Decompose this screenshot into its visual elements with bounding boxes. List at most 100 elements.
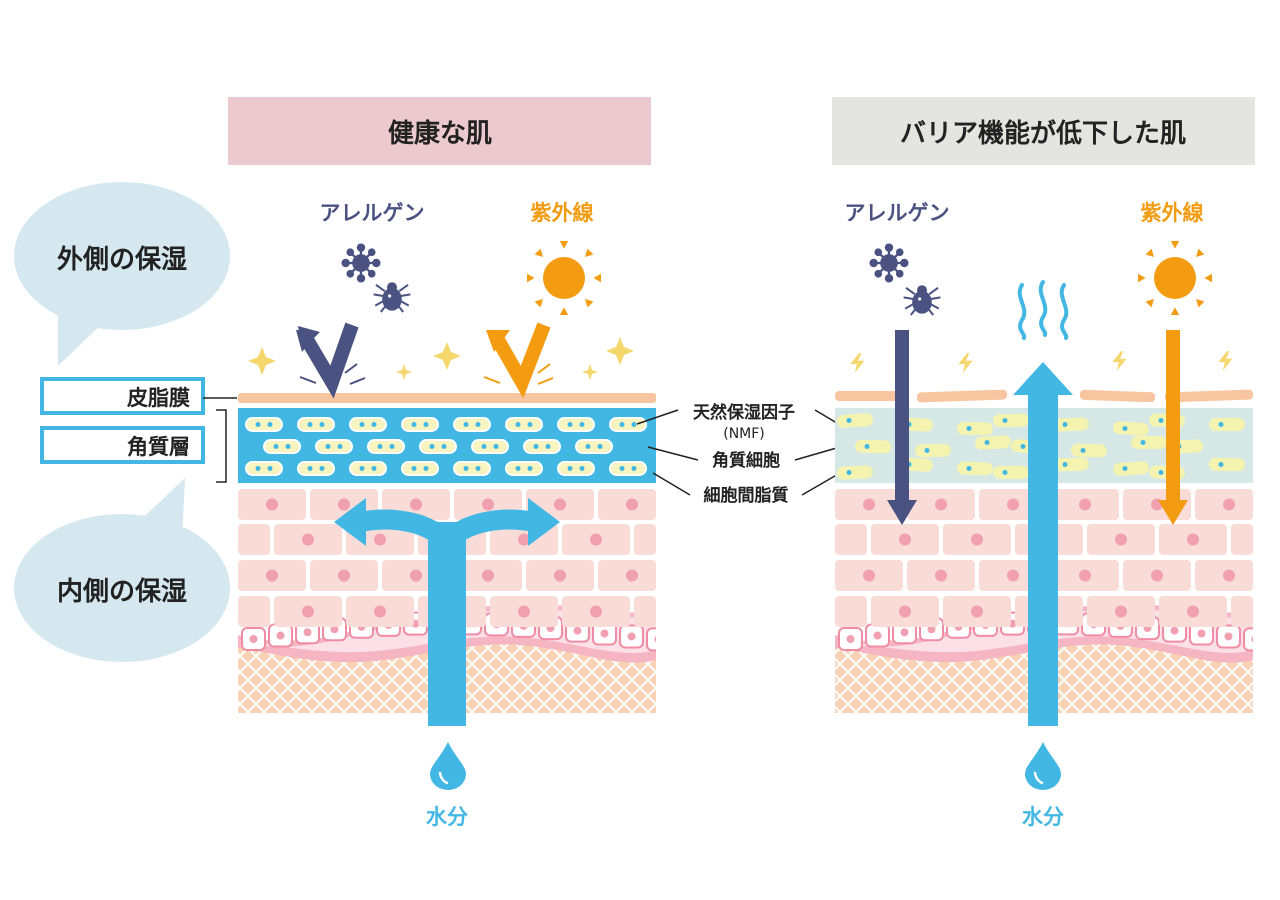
nmf-dot <box>619 422 625 427</box>
skin-cell <box>835 524 867 555</box>
corneocyte <box>367 439 405 454</box>
corneocyte <box>471 439 509 454</box>
cell-nucleus <box>374 605 386 618</box>
nmf-dot <box>533 444 539 449</box>
nmf-dot <box>515 422 521 427</box>
damaged-water-drop-icon <box>1023 740 1063 790</box>
corneocyte <box>419 439 457 454</box>
nmf-dot <box>631 422 637 427</box>
corneocyte <box>453 417 491 432</box>
nmf-dot <box>1020 444 1026 449</box>
cell-nucleus <box>1079 569 1091 582</box>
damaged-sun-icon <box>1138 241 1212 315</box>
corneocyte <box>1209 457 1245 472</box>
cell-nucleus <box>971 533 983 546</box>
nmf-dot <box>255 466 261 471</box>
nmf-dot <box>527 466 533 471</box>
cell-nucleus <box>266 569 278 582</box>
corneocyte <box>915 443 951 458</box>
healthy-epidermis-cells <box>238 489 656 627</box>
corneocyte <box>575 439 613 454</box>
skin-cell <box>634 596 656 627</box>
cell-nucleus <box>482 498 494 511</box>
cell-nucleus <box>1170 626 1179 635</box>
damaged-epidermis-cells <box>835 489 1253 627</box>
cell-nucleus <box>846 635 855 643</box>
cell-nucleus <box>1151 569 1163 582</box>
nmf-dot <box>255 422 261 427</box>
cell-nucleus <box>303 628 312 637</box>
cell-nucleus <box>590 605 602 618</box>
nmf-dot <box>567 422 573 427</box>
healthy-allergen-label: アレルゲン <box>320 201 425 225</box>
cell-nucleus <box>1079 498 1091 511</box>
nmf-dot <box>864 444 870 449</box>
nmf-dot <box>267 422 273 427</box>
healthy-uv-deflect-arrow <box>483 322 554 399</box>
cell-nucleus <box>627 632 636 641</box>
cell-nucleus <box>1223 498 1235 511</box>
bolt-icon <box>1218 351 1233 371</box>
basal-cell <box>646 627 656 652</box>
corneocyte <box>1209 418 1245 431</box>
cell-nucleus <box>971 605 983 618</box>
nmf-dot <box>1158 470 1164 475</box>
bolt-icon <box>1112 351 1127 371</box>
cell-nucleus <box>410 569 422 582</box>
nmf-dot <box>1218 422 1224 427</box>
cell-nucleus <box>600 629 609 638</box>
damaged-uv-penetrate-arrow <box>1158 330 1188 525</box>
cell-nucleus <box>554 498 566 511</box>
healthy-skin-title: 健康な肌 <box>388 118 492 149</box>
nmf-dot <box>631 466 637 471</box>
corneocyte <box>505 417 543 432</box>
cell-nucleus <box>1197 629 1206 638</box>
cell-nucleus <box>302 605 314 618</box>
nmf-dot <box>429 444 435 449</box>
nmf-dot <box>579 466 585 471</box>
cell-nucleus <box>1187 533 1199 546</box>
corneocyte <box>993 466 1029 479</box>
corneocyte <box>315 439 353 454</box>
nmf-dot <box>411 422 417 427</box>
cell-nucleus <box>338 498 350 511</box>
nmf-dot <box>1062 462 1068 467</box>
cell-nucleus <box>276 631 285 640</box>
nmf-dot <box>359 466 365 471</box>
bolt-icon <box>850 353 865 373</box>
healthy-sun-icon <box>527 241 601 315</box>
healthy-water-arrow <box>334 498 560 726</box>
corneocyte <box>523 439 561 454</box>
corneocyte <box>245 461 283 476</box>
cell-nucleus <box>266 498 278 511</box>
cell-nucleus <box>873 631 882 640</box>
damaged-germ-icon <box>869 243 909 283</box>
nmf-dot <box>966 426 972 431</box>
nmf-dot <box>846 418 852 423</box>
nmf-dot <box>389 444 395 449</box>
cell-nucleus <box>1224 632 1233 641</box>
cell-nucleus <box>626 498 638 511</box>
healthy-skin-cross-section: 水分 アレルゲン 紫外線 <box>238 201 656 829</box>
healthy-germ-icon <box>341 243 381 283</box>
corneocyte <box>297 461 335 476</box>
corneocyte <box>975 435 1011 450</box>
corneocyte <box>1113 461 1149 476</box>
nmf-dot <box>319 466 325 471</box>
cell-nucleus <box>554 569 566 582</box>
nmf-label: 天然保湿因子 <box>693 402 795 423</box>
corneocyte <box>957 461 993 476</box>
nmf-dot <box>1158 418 1164 423</box>
damaged-mite-icon <box>902 285 942 316</box>
damaged-skin-cross-section: アレルゲン 紫外線 水分 <box>835 201 1254 829</box>
nmf-dot <box>597 444 603 449</box>
corneocyte <box>1053 417 1089 432</box>
corneocyte <box>1053 457 1089 472</box>
nmf-dot <box>441 444 447 449</box>
cell-nucleus <box>410 498 422 511</box>
nmf-dot <box>984 440 990 445</box>
corneocyte <box>609 461 647 476</box>
corneocyte <box>957 421 993 436</box>
damaged-water-escape-arrow <box>1013 362 1073 726</box>
stratum-label-box: 角質層 <box>40 409 227 483</box>
